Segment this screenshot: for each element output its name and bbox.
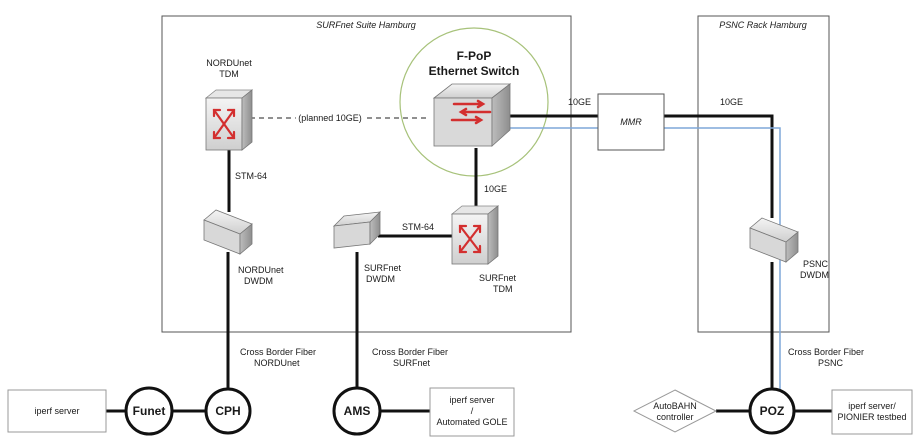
stm64-mid-label: STM-64 — [402, 222, 434, 232]
nordunet-dwdm-label-2: DWDM — [244, 276, 273, 286]
psnc-dwdm-label-1: PSNC — [803, 259, 829, 269]
nordunet-tdm-device — [204, 89, 254, 151]
iperf-server-left-box — [7, 389, 107, 433]
poz-label: POZ — [760, 404, 785, 418]
autobahn-label-2: controller — [656, 412, 693, 422]
blue-fiber-path-2 — [664, 127, 781, 393]
iperf-server-left-label: iperf server — [34, 406, 79, 416]
surfnet-tdm-label-1: SURFnet — [479, 273, 517, 283]
nordunet-tdm-label-1: NORDUnet — [206, 58, 252, 68]
iperf-ams-box — [429, 387, 515, 437]
fpop-label-1: F-PoP — [457, 49, 492, 63]
funet-node — [124, 386, 174, 436]
autobahn-label-1: AutoBAHN — [653, 401, 697, 411]
ge-switch-mmr-label: 10GE — [568, 97, 591, 107]
iperf-ams-label-1: iperf server — [449, 395, 494, 405]
nordunet-dwdm-label-1: NORDUnet — [238, 265, 284, 275]
poz-node — [748, 387, 796, 435]
cbf-psnc-label-1: Cross Border Fiber — [788, 347, 864, 357]
surfnet-tdm-label-2: TDM — [493, 284, 513, 294]
nordunet-tdm-label-2: TDM — [219, 69, 239, 79]
cbf-nordunet-label-2: NORDUnet — [254, 358, 300, 368]
nordunet-dwdm-device — [203, 209, 253, 255]
iperf-ams-label-2: / — [471, 406, 474, 416]
autobahn-controller-diamond — [632, 389, 718, 433]
psnc-rack-title: PSNC Rack Hamburg — [719, 20, 807, 30]
iperf-poz-label-2: PIONIER testbed — [837, 412, 906, 422]
ge-switch-tdm-label: 10GE — [484, 184, 507, 194]
iperf-poz-label-1: iperf server/ — [848, 401, 896, 411]
fpop-label-2: Ethernet Switch — [429, 64, 520, 78]
surfnet-dwdm-device — [332, 211, 382, 249]
stm64-left-label: STM-64 — [235, 171, 267, 181]
surfnet-suite-area — [161, 15, 572, 333]
cbf-surfnet-label-1: Cross Border Fiber — [372, 347, 448, 357]
cph-node — [204, 387, 252, 435]
surfnet-dwdm-label-1: SURFnet — [364, 263, 402, 273]
funet-label: Funet — [133, 404, 166, 418]
psnc-dwdm-device — [749, 217, 799, 263]
ge-mmr-psnc-label: 10GE — [720, 97, 743, 107]
psnc-rack-area — [697, 15, 830, 333]
cbf-surfnet-label-2: SURFnet — [393, 358, 431, 368]
surfnet-suite-title: SURFnet Suite Hamburg — [316, 20, 416, 30]
iperf-poz-box — [831, 389, 913, 435]
planned-link-label: (planned 10GE) — [298, 113, 362, 123]
surfnet-tdm-device — [450, 205, 500, 265]
cbf-nordunet-label-1: Cross Border Fiber — [240, 347, 316, 357]
mmr-label: MMR — [620, 117, 642, 127]
link-mmr-psnc — [664, 114, 774, 218]
psnc-dwdm-label-2: DWDM — [800, 270, 829, 280]
iperf-ams-label-3: Automated GOLE — [436, 417, 507, 427]
cbf-psnc-label-2: PSNC — [818, 358, 844, 368]
cph-label: CPH — [215, 404, 240, 418]
planned-link-label-fg: (planned 10GE) — [298, 113, 362, 123]
ams-node — [332, 386, 382, 436]
ams-label: AMS — [344, 404, 371, 418]
surfnet-dwdm-label-2: DWDM — [366, 274, 395, 284]
mmr-box — [597, 93, 665, 151]
fpop-switch-device — [432, 83, 512, 147]
fpop-highlight-circle — [399, 27, 549, 177]
